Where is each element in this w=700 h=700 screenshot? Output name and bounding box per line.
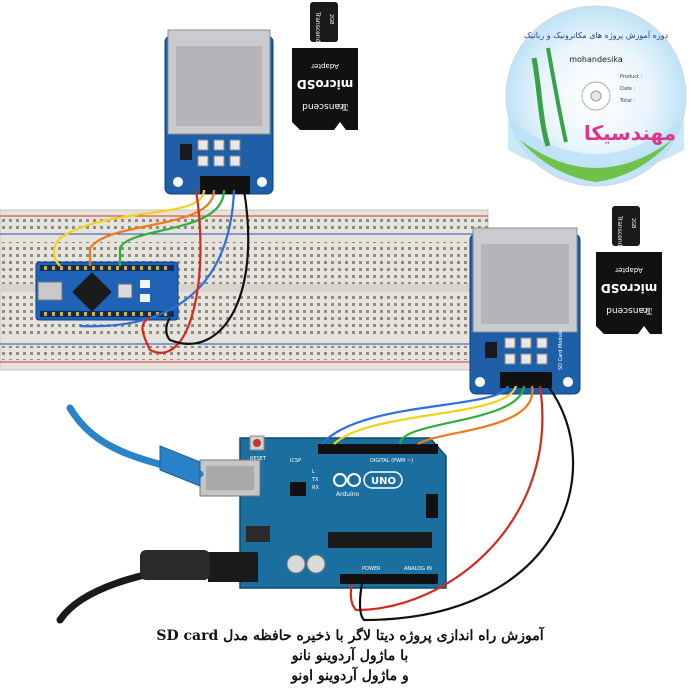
sd-card-module-right: SD Card Module [469,227,581,395]
microsd-card-right: Transcend 2GB [612,206,640,247]
microsd-logo: microSD [601,281,658,295]
microsd-brand: Transcend [314,11,321,43]
atmega-chip [328,532,432,548]
wire-yellow [52,189,206,267]
led-tx-label: TX [311,477,319,483]
microsd-capacity: 2GB [630,218,636,229]
caption-line-3: و ماژول آردوینو اونو [291,668,409,684]
arduino-uno: RESET DIGITAL (PWM ~) ICSP TX RX L UNO A… [199,435,447,589]
analog-label: ANALOG IN [404,566,432,572]
led-l-label: L [312,469,315,475]
cd-field-product: Product : [620,74,643,80]
power-label: POWER [362,566,381,572]
microsd-brand: Transcend [616,215,623,247]
cd-title: دوره آموزش پروژه های مکاترونیک و رباتیک [524,30,669,40]
adapter-label: Adapter [311,62,339,70]
digital-header [318,444,438,454]
usb-cable [66,404,204,487]
uno-model-label: UNO [371,476,396,487]
sd-module-label: SD Card Module [558,330,564,370]
cd-brand: mohandesika [569,55,623,64]
cd-field-total: Total : [619,98,635,104]
wire-green [398,385,526,445]
mini-usb-connector [37,281,63,301]
sd-card-module-top [164,29,274,195]
wire-red [349,385,544,612]
wire-yellow [333,385,518,445]
adapter-brand: Transcend [606,305,653,315]
wire-blue [321,385,510,445]
uno-brand-label: Arduino [336,491,360,498]
dc-power-jack [208,552,258,582]
wire-blue [79,189,236,328]
reset-button [253,439,261,447]
led-rx-label: RX [312,485,319,491]
reset-label: RESET [250,456,267,462]
cd-logo-text: مهندسیکا [584,121,676,145]
microsd-capacity: 2GB [328,14,334,25]
adapter-lock: LOCK [337,103,348,108]
wire-orange [417,385,534,445]
sd-adapter-right: Adapter microSD Transcend LOCK [596,252,662,334]
caption-line-2: با ماژول آردوینو نانو [291,648,409,664]
adapter-lock: LOCK [641,307,652,312]
arduino-nano [35,261,179,321]
wires-nano [52,189,250,354]
adapter-brand: Transcend [302,101,349,111]
wires-uno [321,385,575,622]
wire-orange [88,189,216,266]
cd-field-date: Date : [620,86,636,92]
wire-green [118,189,226,266]
pin-header [500,372,552,388]
icsp-label: ICSP [290,458,301,464]
adapter-label: Adapter [615,266,643,274]
arduino-logo-icon [333,473,361,487]
power-cable [56,550,214,624]
sd-adapter-top: Adapter microSD Transcend LOCK [292,48,358,130]
microsd-card-top: Transcend 2GB [310,2,338,43]
digital-label: DIGITAL (PWM ~) [370,458,413,464]
caption-line-1: آموزش راه اندازی پروژه دیتا لاگر با ذخیر… [156,628,544,644]
microsd-logo: microSD [297,77,354,91]
power-analog-header [340,574,438,584]
wire-black [358,385,575,622]
wire-red [141,189,202,354]
cd-disc: دوره آموزش پروژه های مکاترونیک و رباتیک … [505,5,687,187]
pin-header [200,176,250,194]
wire-black [165,189,250,345]
